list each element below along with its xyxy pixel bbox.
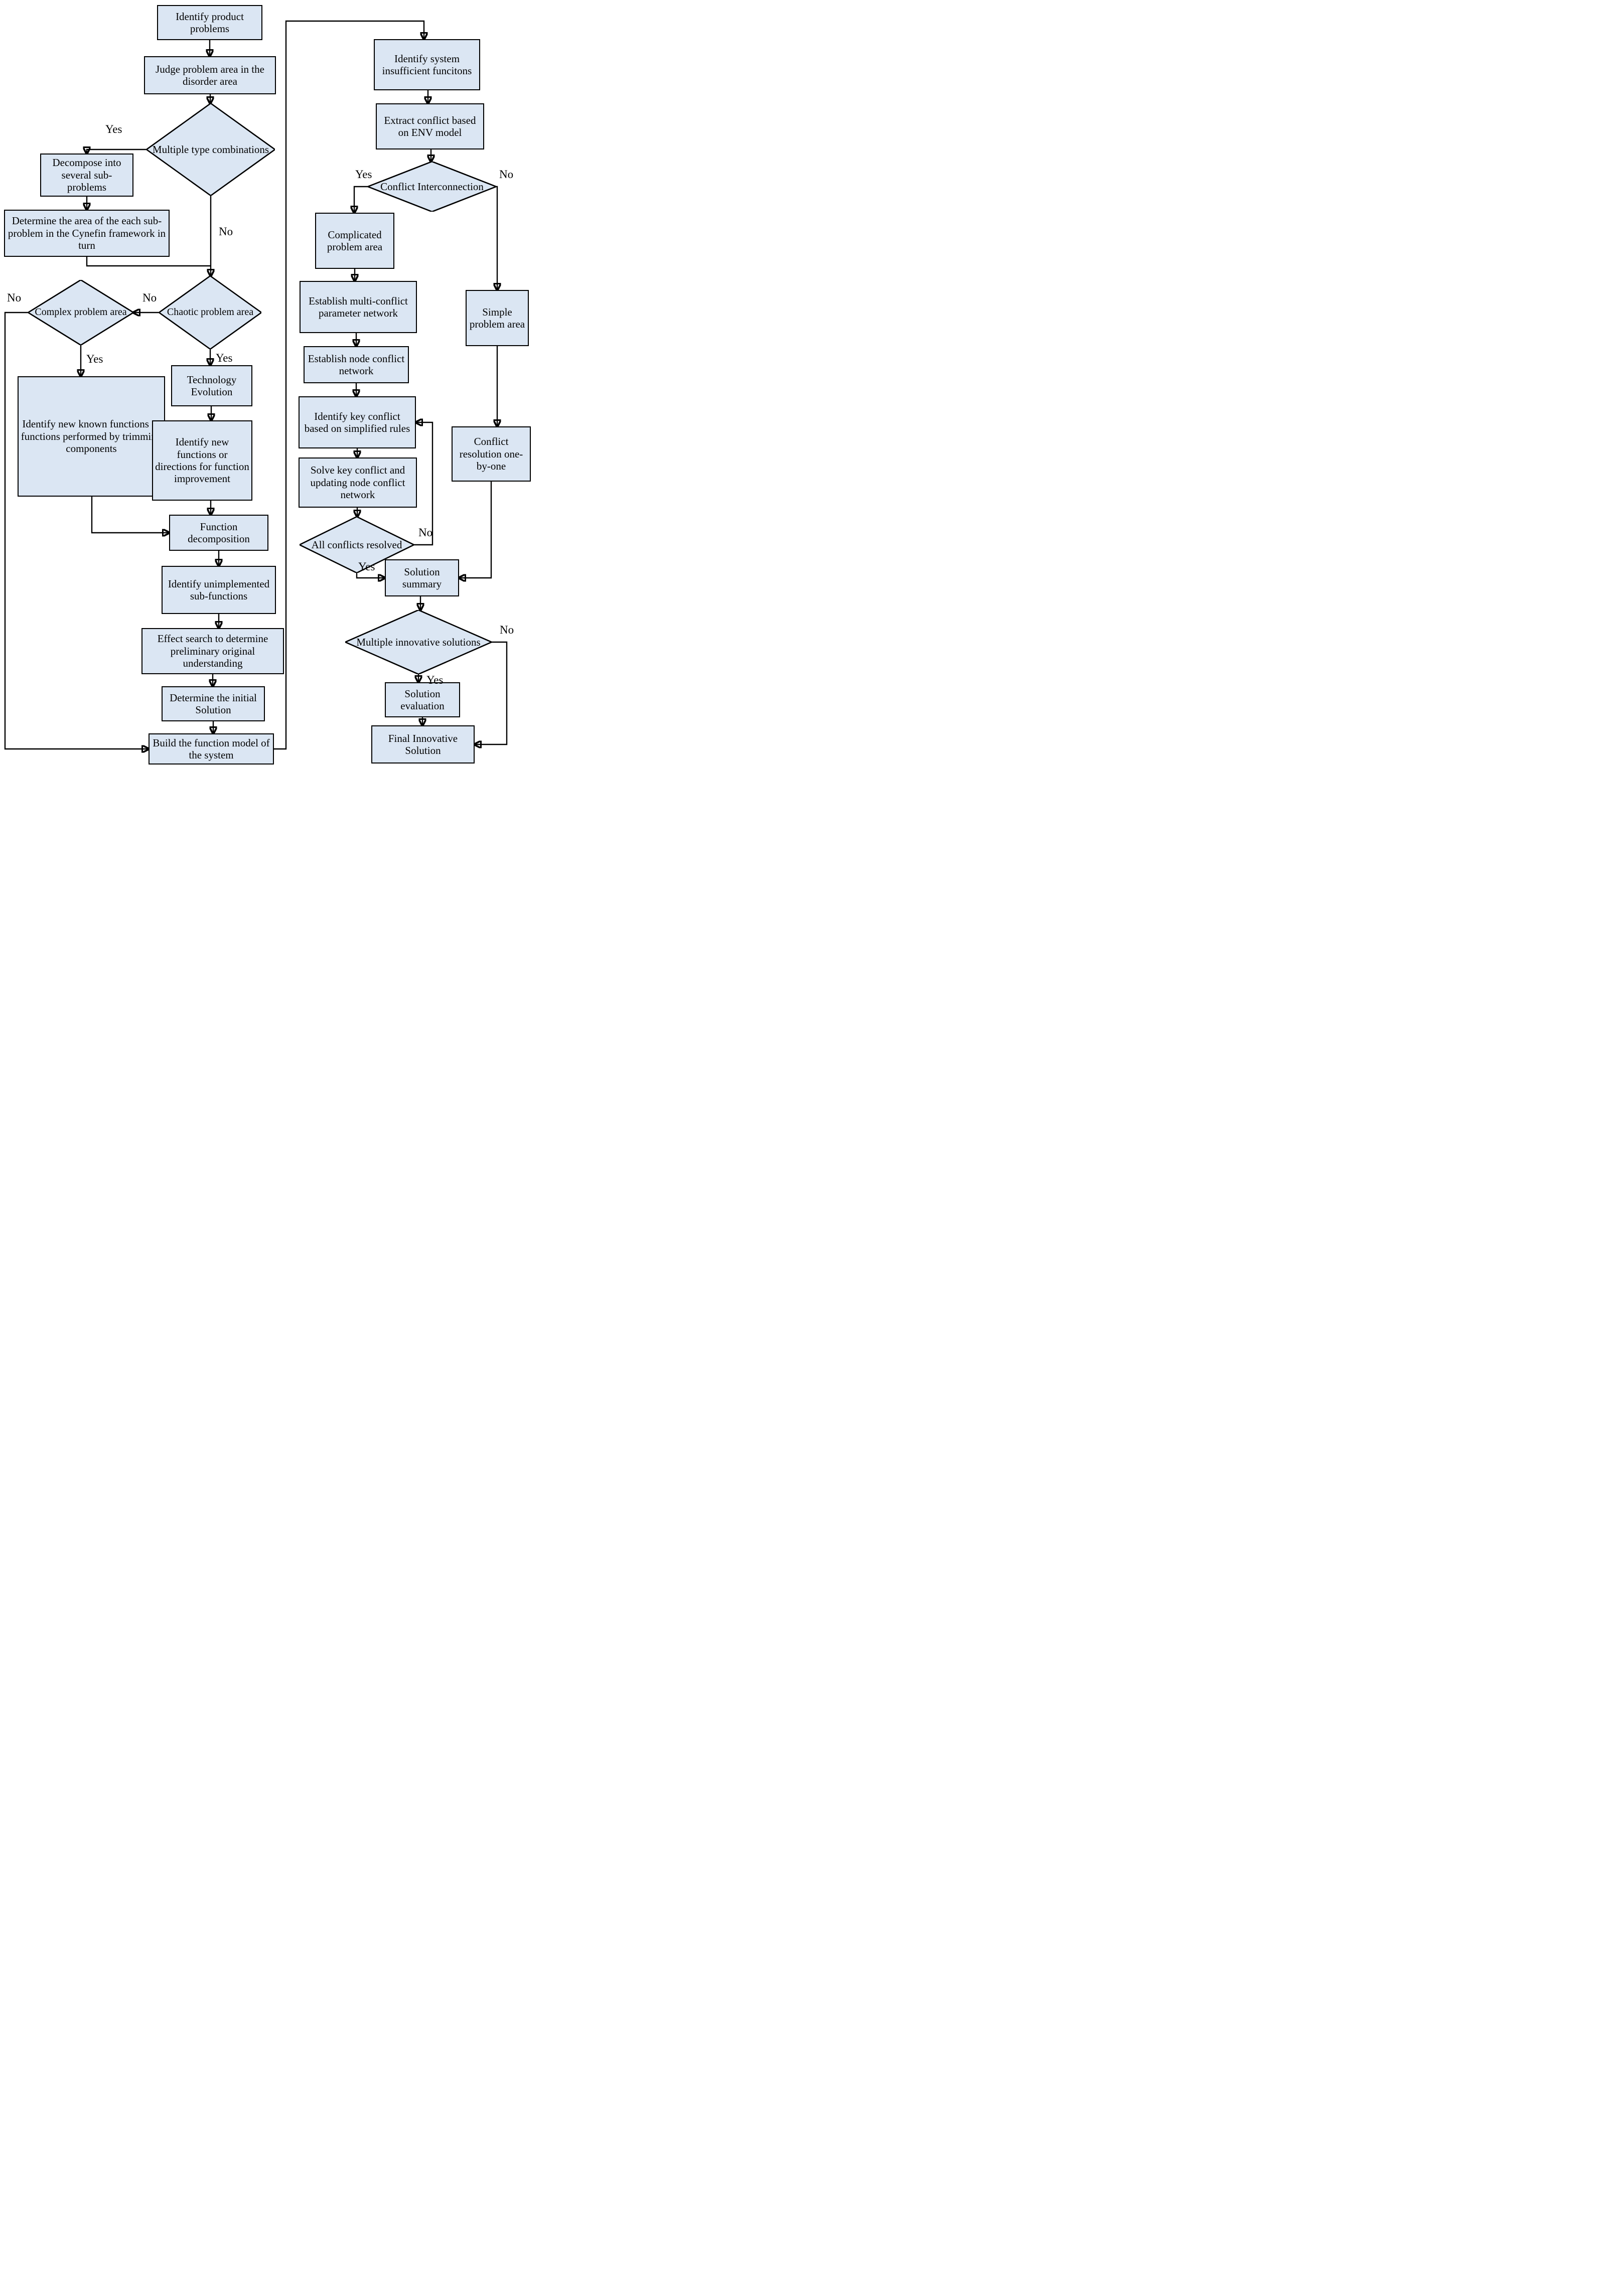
- node-complicated-area: Complicated problem area: [315, 213, 394, 269]
- node-extract-conflict-label: Extract conflict based on ENV model: [384, 114, 476, 138]
- node-simple-area-label: Simple problem area: [469, 305, 525, 330]
- node-final-solution: Final Innovative Solution: [371, 725, 475, 763]
- node-build-function-model: Build the function model of the system: [149, 733, 274, 764]
- edge-label-chaotic-no: No: [142, 291, 157, 304]
- node-identify-key-conflict: Identify key conflict based on simplifie…: [299, 396, 416, 448]
- node-final-solution-label: Final Innovative Solution: [388, 732, 458, 756]
- node-conflict-resolution-label: Conflict resolution one-by-one: [459, 435, 523, 473]
- node-identify-new-known: Identify new known functions or function…: [18, 376, 165, 497]
- conflict-interconnection-diamond-shape: [368, 162, 496, 212]
- node-identify-unimplemented: Identify unimplemented sub-functions: [162, 566, 276, 614]
- node-establish-node: Establish node conflict network: [304, 346, 409, 383]
- complex-area-diamond-shape: [28, 280, 133, 345]
- connector-multiple-yes-to-decompose: [87, 149, 147, 154]
- connector-resolved-yes-to-summary: [356, 573, 385, 578]
- edge-label-chaotic-yes: Yes: [216, 352, 233, 364]
- connector-determine-to-merge: [86, 257, 210, 267]
- node-establish-multi-label: Establish multi-conflict parameter netwo…: [309, 294, 408, 319]
- edge-label-multiple-no: No: [219, 225, 233, 238]
- node-determine-initial-label: Determine the initial Solution: [170, 691, 257, 716]
- node-identify-key-conflict-label: Identify key conflict based on simplifie…: [304, 410, 410, 434]
- node-complex-area-label: Complex problem area: [35, 307, 127, 318]
- edge-label-innovative-no: No: [500, 624, 514, 636]
- connector-resolution-to-summary: [459, 482, 492, 578]
- node-identify-product: Identify product problems: [157, 5, 262, 40]
- node-identify-new-functions: Identify new functions or directions for…: [152, 420, 252, 501]
- connector-interconnection-no-to-simple: [496, 186, 497, 290]
- node-chaotic-area-label: Chaotic problem area: [167, 307, 254, 318]
- connector-layer: [4, 20, 508, 766]
- node-chaotic-area: Chaotic problem area: [159, 276, 261, 349]
- node-decompose-label: Decompose into several sub-problems: [52, 157, 121, 194]
- node-complex-area: Complex problem area: [28, 280, 133, 345]
- node-conflict-interconnection-label: Conflict Interconnection: [380, 180, 484, 193]
- node-effect-search-label: Effect search to determine preliminary o…: [157, 633, 268, 670]
- connector-build-to-identify-system: [274, 20, 424, 750]
- node-multiple-innovative-label: Multiple innovative solutions: [356, 636, 481, 648]
- node-multiple-innovative: Multiple innovative solutions: [345, 610, 492, 674]
- all-conflicts-resolved-diamond-shape: [300, 517, 414, 573]
- node-determine-initial: Determine the initial Solution: [162, 686, 265, 721]
- edge-label-complex-yes: Yes: [86, 353, 103, 365]
- node-complicated-area-label: Complicated problem area: [327, 228, 383, 253]
- edge-label-complex-no: No: [7, 291, 22, 304]
- edge-label-conflicts-no: No: [418, 526, 433, 539]
- edge-label-conflicts-yes: Yes: [358, 560, 375, 573]
- node-solution-summary: Solution summary: [385, 559, 459, 596]
- multiple-type-diamond-shape: [147, 103, 275, 196]
- node-establish-multi: Establish multi-conflict parameter netwo…: [300, 281, 417, 333]
- node-effect-search: Effect search to determine preliminary o…: [141, 628, 284, 674]
- node-judge-problem-label: Judge problem area in the disorder area: [156, 63, 264, 87]
- node-conflict-interconnection: Conflict Interconnection: [368, 162, 496, 212]
- node-extract-conflict: Extract conflict based on ENV model: [376, 103, 484, 149]
- node-solve-key-conflict: Solve key conflict and updating node con…: [299, 457, 417, 508]
- node-function-decomposition-label: Function decomposition: [188, 520, 250, 545]
- node-identify-new-known-label: Identify new known functions or function…: [21, 418, 162, 455]
- node-identify-unimplemented-label: Identify unimplemented sub-functions: [168, 577, 270, 602]
- node-solve-key-conflict-label: Solve key conflict and updating node con…: [310, 464, 405, 501]
- node-simple-area: Simple problem area: [466, 290, 529, 346]
- chaotic-area-diamond-shape: [159, 276, 261, 349]
- node-all-conflicts-resolved-label: All conflicts resolved: [311, 538, 402, 551]
- node-solution-evaluation: Solution evaluation: [385, 682, 460, 717]
- node-determine-area-label: Determine the area of the each sub-probl…: [8, 215, 166, 252]
- node-conflict-resolution: Conflict resolution one-by-one: [452, 426, 531, 482]
- node-technology-evolution-label: Technology Evolution: [187, 373, 237, 398]
- edge-label-multiple-yes: Yes: [105, 123, 122, 135]
- node-determine-area: Determine the area of the each sub-probl…: [4, 210, 170, 257]
- node-decompose: Decompose into several sub-problems: [40, 154, 133, 197]
- node-establish-node-label: Establish node conflict network: [308, 352, 405, 377]
- node-all-conflicts-resolved: All conflicts resolved: [300, 517, 414, 573]
- flowchart-canvas: Identify product problems Judge problem …: [0, 0, 533, 766]
- node-function-decomposition: Function decomposition: [169, 515, 268, 551]
- node-multiple-type-label: Multiple type combinations: [152, 143, 269, 156]
- node-solution-evaluation-label: Solution evaluation: [400, 687, 445, 712]
- connector-interconnection-yes-to-complicated: [354, 186, 368, 213]
- node-identify-system-insufficient: Identify system insufficient funcitons: [374, 39, 480, 90]
- connector-new-known-to-decomposition: [91, 497, 169, 533]
- node-judge-problem: Judge problem area in the disorder area: [144, 56, 276, 94]
- edge-label-interconnection-no: No: [499, 168, 514, 181]
- node-identify-product-label: Identify product problems: [176, 10, 244, 35]
- node-identify-system-insufficient-label: Identify system insufficient funcitons: [382, 52, 472, 77]
- connector-resolved-no-loop: [414, 422, 433, 546]
- node-solution-summary-label: Solution summary: [402, 565, 442, 590]
- connector-complex-no-to-build: [4, 312, 149, 749]
- node-build-function-model-label: Build the function model of the system: [153, 736, 270, 761]
- node-technology-evolution: Technology Evolution: [171, 365, 252, 406]
- edge-label-interconnection-yes: Yes: [355, 168, 372, 181]
- edge-label-innovative-yes: Yes: [426, 674, 444, 686]
- node-multiple-type: Multiple type combinations: [147, 103, 275, 196]
- node-identify-new-functions-label: Identify new functions or directions for…: [155, 436, 249, 485]
- multiple-innovative-diamond-shape: [345, 610, 492, 674]
- connector-innovative-no-to-final: [475, 641, 508, 744]
